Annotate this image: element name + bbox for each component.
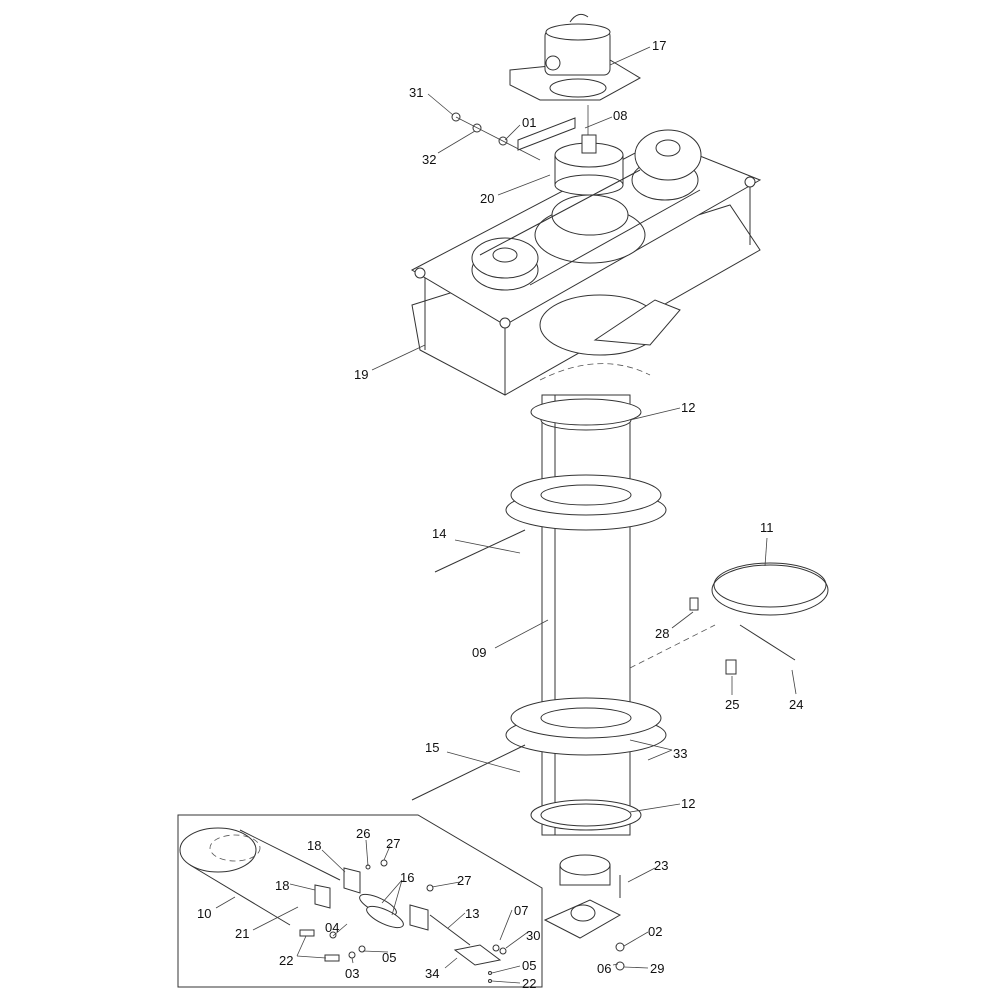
callout-31: 31 <box>409 85 423 100</box>
callout-32: 32 <box>422 152 436 167</box>
callout-18-lower: 18 <box>275 878 289 893</box>
callout-27-lower: 27 <box>457 873 471 888</box>
callout-04: 04 <box>325 920 339 935</box>
callout-24: 24 <box>789 697 803 712</box>
callout-13: 13 <box>465 906 479 921</box>
callout-07: 07 <box>514 903 528 918</box>
motor-part-17 <box>509 13 642 101</box>
callout-10: 10 <box>197 906 211 921</box>
callout-30: 30 <box>526 928 540 943</box>
bracket-hardware <box>451 105 589 161</box>
gearbox-assembly <box>410 129 762 396</box>
callout-18-upper: 18 <box>307 838 321 853</box>
callout-25: 25 <box>725 697 739 712</box>
callout-27-upper: 27 <box>386 836 400 851</box>
callout-22-left: 22 <box>279 953 293 968</box>
leader-lines <box>215 46 797 984</box>
callout-20: 20 <box>480 191 494 206</box>
callout-05-left: 05 <box>382 950 396 965</box>
callout-28: 28 <box>655 626 669 641</box>
callout-03: 03 <box>345 966 359 981</box>
callout-15: 15 <box>425 740 439 755</box>
callout-12-bottom: 12 <box>681 796 695 811</box>
clamp-part-11 <box>629 562 829 675</box>
callout-19: 19 <box>354 367 368 382</box>
callout-34: 34 <box>425 966 439 981</box>
callout-12-top: 12 <box>681 400 695 415</box>
callout-14: 14 <box>432 526 446 541</box>
detail-box <box>177 814 543 988</box>
callout-26: 26 <box>356 826 370 841</box>
rod-part-14 <box>434 529 526 573</box>
callout-06: 06 <box>597 961 611 976</box>
callout-17: 17 <box>652 38 666 53</box>
callout-22-right: 22 <box>522 976 536 991</box>
callout-08: 08 <box>613 108 627 123</box>
callout-21: 21 <box>235 926 249 941</box>
callout-labels: 17 31 01 32 08 20 19 12 14 11 28 09 25 2… <box>197 38 803 991</box>
callout-05-right: 05 <box>522 958 536 973</box>
rod-part-15 <box>411 744 526 801</box>
callout-29: 29 <box>650 961 664 976</box>
callout-33: 33 <box>673 746 687 761</box>
callout-02: 02 <box>648 924 662 939</box>
callout-01: 01 <box>522 115 536 130</box>
callout-11: 11 <box>760 520 774 535</box>
bearing-block <box>543 854 625 971</box>
callout-23: 23 <box>654 858 668 873</box>
callout-16: 16 <box>400 870 414 885</box>
column-part-09 <box>505 394 667 836</box>
callout-09: 09 <box>472 645 486 660</box>
